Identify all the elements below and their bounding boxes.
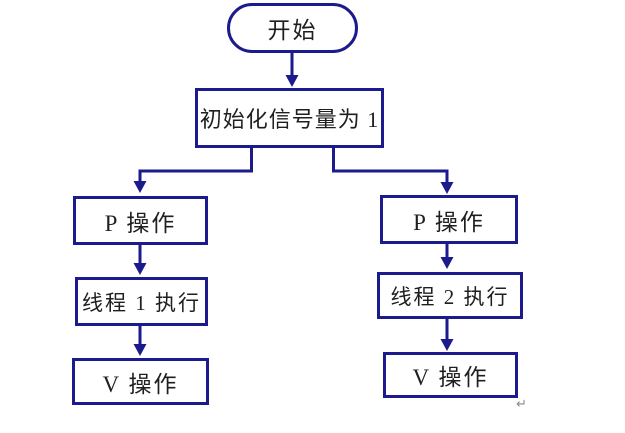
arrowhead-init-right — [440, 182, 454, 194]
arrowhead-pleft-thread1 — [133, 263, 147, 275]
node-v-operation-right-label: V 操作 — [412, 365, 489, 390]
node-start-label: 开始 — [267, 18, 318, 43]
node-v-operation-left: V 操作 — [72, 358, 209, 405]
node-p-operation-right: P 操作 — [380, 195, 518, 244]
node-p-operation-right-label: P 操作 — [413, 209, 485, 235]
node-init-semaphore: 初始化信号量为 1 — [195, 88, 384, 148]
arrowhead-start-init — [285, 75, 299, 87]
node-init-semaphore-label: 初始化信号量为 1 — [199, 107, 380, 132]
arrowhead-thread2-vright — [440, 339, 454, 351]
node-p-operation-left-label: P 操作 — [104, 210, 177, 236]
arrowhead-pright-thread2 — [440, 257, 454, 269]
node-thread2-execute: 线程 2 执行 — [377, 272, 523, 319]
node-v-operation-left-label: V 操作 — [102, 371, 179, 397]
node-p-operation-left: P 操作 — [73, 196, 208, 245]
node-start: 开始 — [227, 3, 358, 53]
arrowhead-thread1-vleft — [133, 344, 147, 356]
paragraph-return-mark: ↵ — [516, 396, 527, 411]
node-v-operation-right: V 操作 — [383, 352, 518, 398]
arrowhead-init-left — [133, 181, 147, 193]
edge-init-left — [138, 147, 253, 182]
node-thread2-execute-label: 线程 2 执行 — [390, 284, 510, 309]
node-thread1-execute: 线程 1 执行 — [75, 277, 208, 326]
node-thread1-execute-label: 线程 1 执行 — [82, 290, 201, 315]
edge-init-right — [332, 147, 449, 183]
